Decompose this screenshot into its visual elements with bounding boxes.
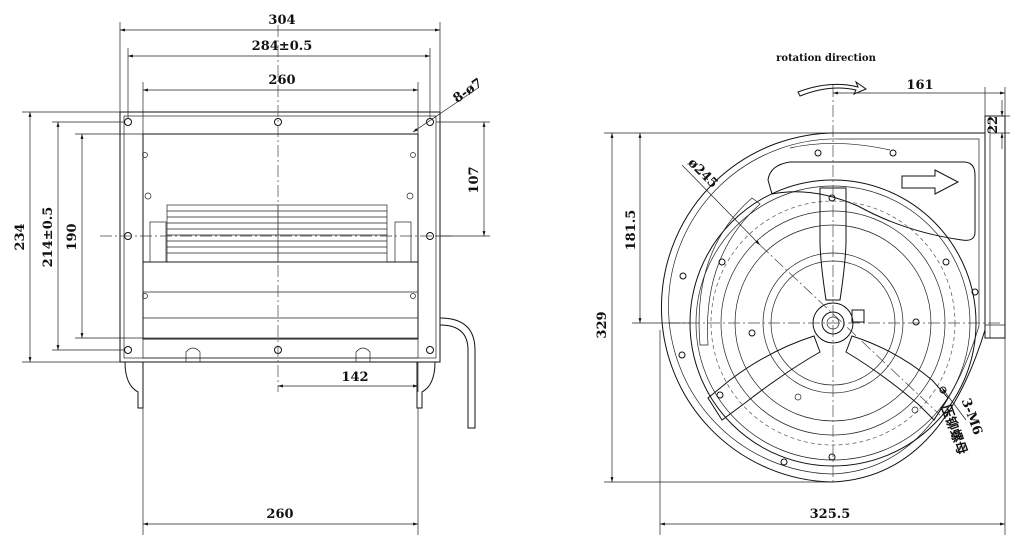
front-flange-inner xyxy=(123,115,437,359)
bracket-left xyxy=(707,335,821,421)
dim-325-5: 325.5 xyxy=(810,507,851,522)
bracket-right xyxy=(845,335,949,421)
front-view: 304 284±0.5 260 8-ø7 234 214±0.5 190 107… xyxy=(13,13,490,535)
power-cable xyxy=(439,317,476,429)
dim-hole-callout: 8-ø7 xyxy=(451,76,486,107)
outlet-slot xyxy=(767,161,976,241)
rotation-arrow-icon xyxy=(797,80,868,97)
dim-22: 22 xyxy=(986,116,1001,134)
impeller-blades xyxy=(149,204,412,263)
dim-161: 161 xyxy=(906,78,933,93)
dim-bottom-width: 260 xyxy=(266,507,293,522)
airflow-arrow xyxy=(901,169,960,195)
dim-181-5: 181.5 xyxy=(624,210,639,251)
dim-329: 329 xyxy=(595,311,610,338)
dim-overall-width: 304 xyxy=(268,13,295,28)
dim-142: 142 xyxy=(341,370,368,385)
scroll-housing xyxy=(661,132,986,483)
outlet-flange xyxy=(984,115,1006,339)
side-view: rotation direction 161 22 ø245 181.5 329… xyxy=(595,53,1010,535)
motor-connector xyxy=(851,309,865,323)
dim-hole-spacing: 284±0.5 xyxy=(252,39,313,54)
dim-107: 107 xyxy=(467,166,482,193)
dim-top-width: 260 xyxy=(268,73,295,88)
dim-inner-height: 190 xyxy=(65,223,80,250)
dim-hole-height: 214±0.5 xyxy=(41,207,56,268)
front-flange-outline xyxy=(119,111,441,363)
housing-opening xyxy=(142,133,419,340)
dim-overall-height: 234 xyxy=(13,223,28,250)
bracket-top xyxy=(819,187,847,301)
rotation-direction-label: rotation direction xyxy=(776,53,876,64)
